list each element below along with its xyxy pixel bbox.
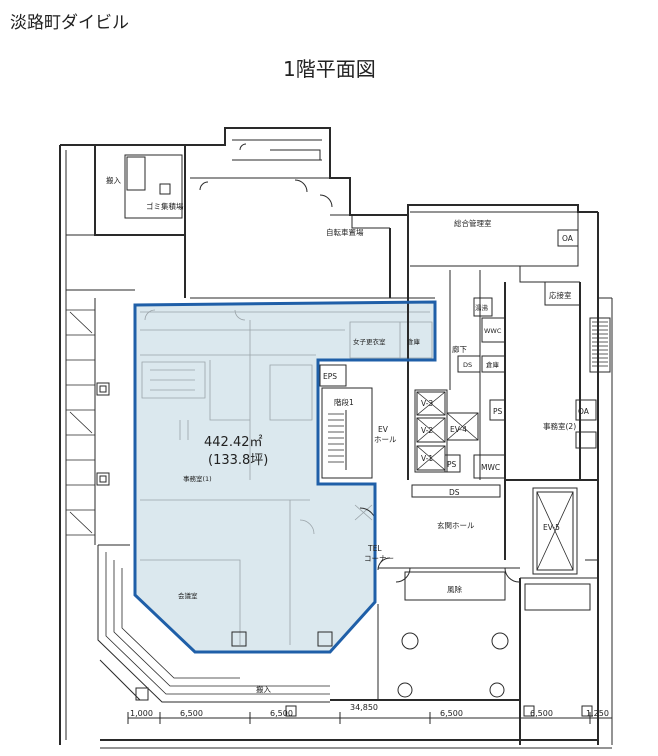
label-ev-hall-1: EV	[378, 425, 389, 434]
label-ev-2: V-2	[421, 426, 433, 435]
label-reception: 応接室	[549, 290, 572, 300]
label-ps-lower: PS	[447, 460, 457, 469]
label-office-1: 事務室(1)	[183, 474, 212, 483]
label-ps-upper: PS	[493, 407, 503, 416]
dim-label: 6,500	[530, 709, 553, 718]
building-name: 淡路町ダイビル	[10, 13, 129, 33]
interior-details	[140, 309, 433, 645]
dim-label: 6,500	[180, 709, 203, 718]
label-oa-top: OA	[562, 234, 574, 243]
dim-label: 1,000	[130, 709, 153, 718]
label-ev-hall-2: ホール	[374, 435, 397, 444]
label-ds-upper: DS	[463, 361, 472, 369]
label-ev-4: EV-4	[450, 425, 467, 434]
label-office-2: 事務室(2)	[543, 421, 576, 431]
dim-label: 34,850	[350, 703, 378, 712]
label-mwc: MWC	[481, 463, 500, 472]
label-loading-bottom: 搬入	[256, 684, 271, 694]
dim-label: 6,500	[440, 709, 463, 718]
label-tel-2: コーナー	[364, 554, 394, 563]
tenant-area-outline	[133, 300, 437, 654]
label-eps: EPS	[323, 372, 337, 381]
label-bicycle: 自転車置場	[326, 227, 364, 237]
label-locker: 女子更衣室	[353, 337, 386, 346]
label-ev-1: V-1	[421, 454, 433, 463]
label-storage-2: 倉庫	[486, 360, 500, 369]
label-kitchenette: 湯沸	[475, 303, 489, 312]
label-oa-right: OA	[578, 407, 590, 416]
dim-label: 6,500	[270, 709, 293, 718]
label-entrance-hall: 玄関ホール	[437, 520, 475, 530]
label-ev-5: EV-5	[543, 523, 560, 532]
room-labels: 搬入 ゴミ集積場 自転車置場 総合管理室 OA 応接室 湯沸 WWC 廊下 女子…	[106, 175, 590, 694]
dimension-labels: 1,000 6,500 6,500 34,850 6,500 6,500 1,2…	[130, 703, 609, 718]
label-meeting: 会議室	[178, 591, 198, 600]
label-garbage: ゴミ集積場	[146, 201, 184, 211]
label-ds-lower: DS	[449, 488, 460, 497]
label-tel-1: TEL	[367, 544, 382, 553]
area-sqm: 442.42㎡	[204, 435, 263, 450]
label-corridor: 廊下	[452, 344, 467, 354]
walls	[59, 127, 613, 749]
label-management: 総合管理室	[454, 218, 492, 228]
dim-label: 1,250	[586, 709, 609, 718]
label-wwc: WWC	[484, 327, 502, 335]
label-windbreak: 風除	[447, 584, 462, 594]
label-storage-1: 倉庫	[407, 337, 421, 346]
dimension-line	[127, 712, 613, 724]
area-tsubo: (133.8坪)	[208, 453, 268, 468]
floor-title: 1階平面図	[283, 57, 376, 81]
label-loading-top: 搬入	[106, 175, 121, 185]
label-ev-3: V-3	[421, 399, 433, 408]
label-stair: 階段1	[334, 397, 354, 407]
